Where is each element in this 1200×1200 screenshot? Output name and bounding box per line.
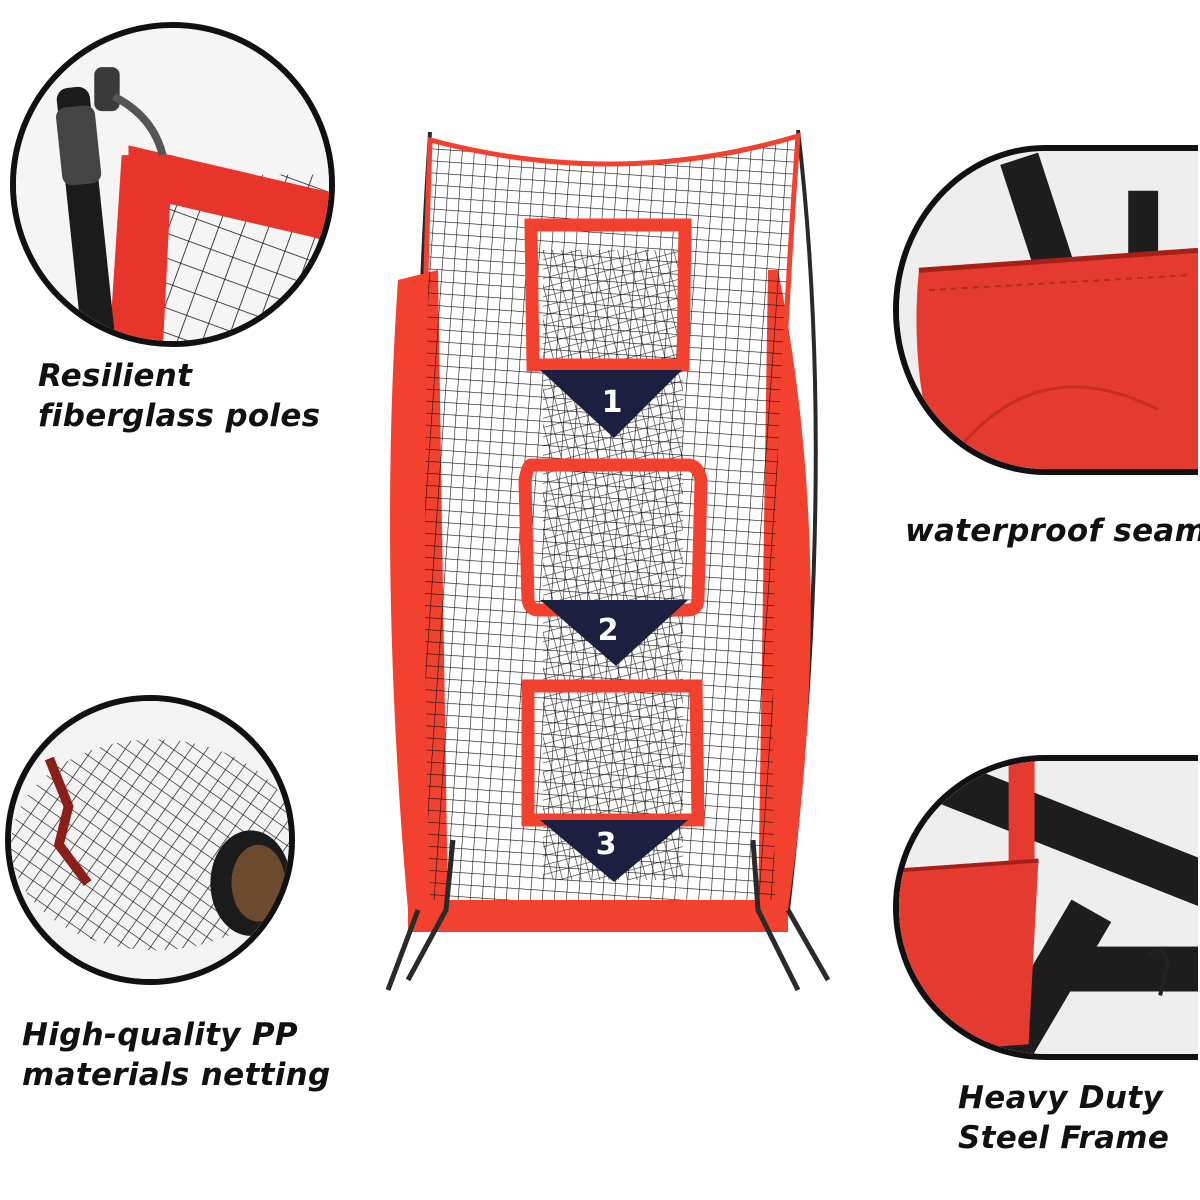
fiberglass-pole-closeup	[16, 28, 329, 341]
target-frame-3	[521, 679, 705, 827]
number-flap-1	[540, 370, 682, 438]
netting-pocket-closeup	[11, 701, 289, 979]
caption-line: materials netting	[22, 1057, 331, 1093]
caption-line: waterproof seams	[905, 513, 1200, 549]
caption-line: Steel Frame	[958, 1120, 1170, 1156]
caption-line: High-quality PP	[22, 1017, 298, 1053]
number-flap-3	[540, 820, 688, 882]
seam-pocket-closeup	[899, 151, 1198, 469]
target-number-2: 2	[598, 613, 619, 648]
caption-pp-netting: High-quality PP materials netting	[22, 1015, 331, 1095]
caption-line: fiberglass poles	[38, 398, 321, 434]
inset-fiberglass-pole	[10, 22, 335, 347]
caption-line: Resilient	[38, 358, 193, 394]
target-number-1: 1	[602, 385, 623, 420]
target-frame-2	[518, 458, 708, 617]
target-number-3: 3	[596, 827, 617, 862]
target-net-illustration: 1 2 3	[385, 129, 831, 992]
caption-waterproof-seams: waterproof seams	[905, 511, 1200, 551]
inset-pp-netting	[5, 695, 295, 985]
number-flap-2	[540, 600, 688, 666]
target-frame-1	[524, 218, 692, 372]
target-net-product: 1 2 3	[368, 120, 848, 1020]
caption-steel-frame: Heavy Duty Steel Frame	[958, 1078, 1169, 1158]
steel-frame-closeup	[899, 761, 1198, 1054]
caption-fiberglass-poles: Resilient fiberglass poles	[38, 356, 320, 436]
inset-steel-frame	[893, 755, 1198, 1060]
inset-waterproof-seams	[893, 145, 1198, 475]
caption-line: Heavy Duty	[958, 1080, 1163, 1116]
